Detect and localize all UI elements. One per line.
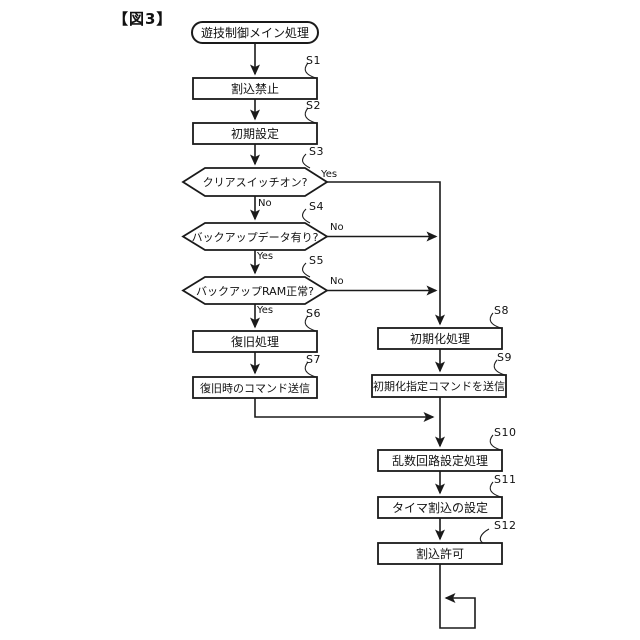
node-s3: クリアスイッチオン? bbox=[202, 176, 308, 189]
node-s4: バックアップデータ有り? bbox=[191, 230, 319, 244]
branch-s3-yes: Yes bbox=[321, 169, 338, 180]
s7-leader bbox=[304, 361, 317, 378]
step-label-s10: S10 bbox=[494, 426, 517, 439]
node-s2: 初期設定 bbox=[230, 127, 279, 141]
node-s12: 割込許可 bbox=[415, 547, 464, 561]
step-label-s6: S6 bbox=[306, 307, 321, 320]
figure-title: 【図3】 bbox=[113, 10, 173, 28]
s8-leader bbox=[489, 312, 502, 329]
branch-s4-no: No bbox=[330, 222, 344, 233]
edge-s3-yes-s8 bbox=[327, 181, 445, 326]
node-s6: 復旧処理 bbox=[230, 335, 279, 349]
branch-s5-yes: Yes bbox=[257, 305, 274, 316]
edge-s7-join bbox=[254, 398, 435, 422]
s11-process-shape bbox=[377, 496, 503, 519]
s9-leader bbox=[493, 359, 506, 376]
node-s11: タイマ割込の設定 bbox=[391, 501, 488, 515]
step-label-s9: S9 bbox=[497, 351, 512, 364]
s12-process-shape bbox=[377, 542, 503, 565]
step-label-s11: S11 bbox=[494, 473, 517, 486]
s5-leader bbox=[301, 262, 311, 278]
start-terminal-shape bbox=[191, 21, 319, 44]
step-label-s1: S1 bbox=[306, 54, 321, 67]
step-label-s8: S8 bbox=[494, 304, 509, 317]
step-label-s5: S5 bbox=[309, 254, 324, 267]
s12-leader bbox=[479, 528, 490, 544]
s10-process-shape bbox=[377, 449, 503, 472]
s3-leader bbox=[301, 153, 311, 169]
node-s7: 復旧時のコマンド送信 bbox=[200, 381, 310, 395]
s6-leader bbox=[304, 315, 317, 332]
branch-s3-no: No bbox=[258, 198, 272, 209]
s6-process-shape bbox=[192, 330, 318, 353]
node-start: 遊技制御メイン処理 bbox=[200, 26, 309, 40]
s1-process-shape bbox=[192, 77, 318, 100]
s2-leader bbox=[304, 107, 317, 124]
s8-process-shape bbox=[377, 327, 503, 350]
branch-s4-yes: Yes bbox=[257, 251, 274, 262]
step-label-s2: S2 bbox=[306, 99, 321, 112]
edge-s12-loop bbox=[439, 564, 476, 629]
s2-process-shape bbox=[192, 122, 318, 145]
step-label-s3: S3 bbox=[309, 145, 324, 158]
s7-process-shape bbox=[192, 376, 318, 399]
node-s10: 乱数回路設定処理 bbox=[391, 454, 488, 468]
s4-leader bbox=[301, 208, 311, 224]
node-s1: 割込禁止 bbox=[230, 82, 279, 96]
s11-leader bbox=[489, 481, 502, 498]
step-label-s7: S7 bbox=[306, 353, 321, 366]
step-label-s12: S12 bbox=[494, 519, 517, 532]
node-s8: 初期化処理 bbox=[409, 332, 470, 346]
step-label-s4: S4 bbox=[309, 200, 324, 213]
node-s5: バックアップRAM正常? bbox=[195, 284, 315, 298]
s10-leader bbox=[489, 434, 502, 451]
s1-leader bbox=[304, 62, 317, 79]
branch-s5-no: No bbox=[330, 276, 344, 287]
s9-process-shape bbox=[371, 374, 507, 398]
node-s9: 初期化指定コマンドを送信 bbox=[373, 380, 505, 393]
